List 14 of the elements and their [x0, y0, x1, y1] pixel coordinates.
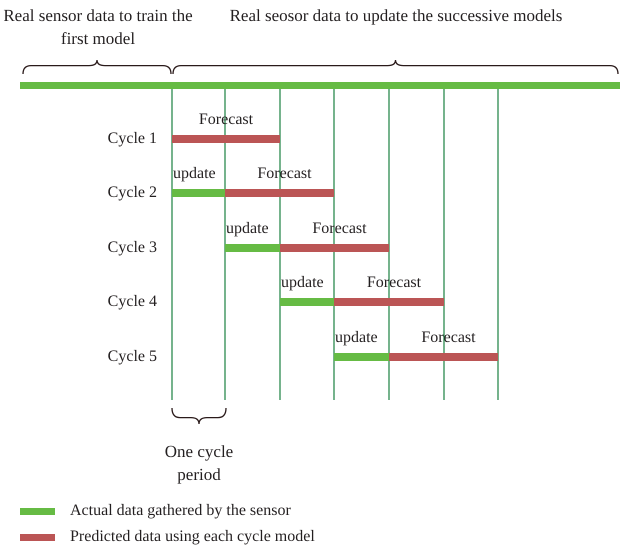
cycle-label: Cycle 2: [108, 183, 157, 202]
heading: Real sensor data to train the first model: [3, 5, 193, 50]
period-label: One cycle period: [164, 441, 234, 486]
cycle-label: Cycle 5: [108, 347, 157, 366]
cycle-label: Cycle 1: [108, 129, 157, 148]
legend-label: Predicted data using each cycle model: [70, 528, 315, 546]
update-label: update: [281, 273, 324, 292]
cycle-label: Cycle 4: [108, 292, 157, 311]
heading: Real seosor data to update the successive models: [228, 5, 564, 27]
legend-label: Actual data gathered by the sensor: [70, 502, 291, 520]
update-label: update: [335, 328, 378, 347]
update-label: update: [226, 219, 269, 238]
cycle-label: Cycle 3: [108, 238, 157, 257]
update-label: update: [173, 164, 216, 183]
